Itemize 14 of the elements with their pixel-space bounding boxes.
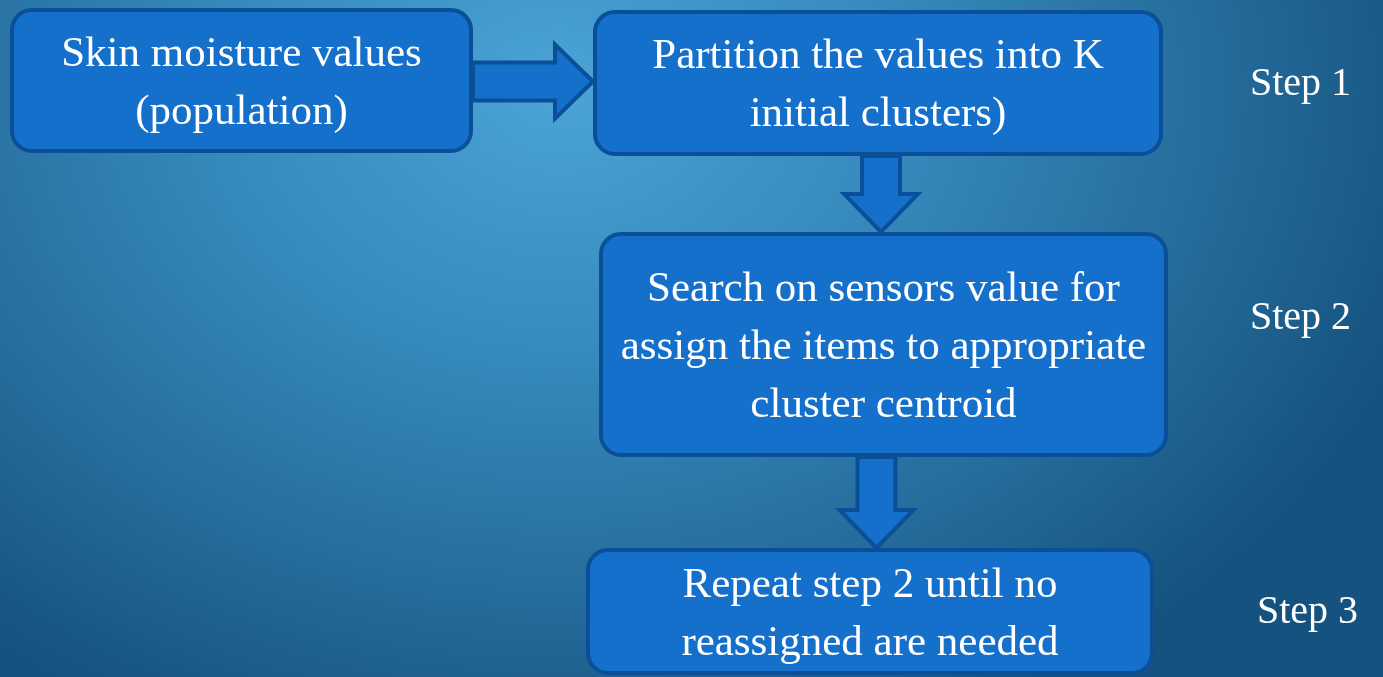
process-box xyxy=(586,548,1154,675)
process-box xyxy=(599,232,1168,457)
step-label: Step 2 xyxy=(1250,292,1352,340)
step-text: Search on sensors value for assign the items to appropriate cluster centroid xyxy=(619,261,1148,428)
process-box xyxy=(593,10,1163,156)
step-text: Skin moisture values (population) xyxy=(60,26,423,135)
process-box xyxy=(10,8,473,153)
step-text: Repeat step 2 until no reassigned are needed xyxy=(680,557,1060,666)
block-arrow xyxy=(834,455,919,551)
step-label: Step 3 xyxy=(1257,586,1359,634)
block-arrow xyxy=(839,154,923,235)
step-text: Partition the values into K initial clusters) xyxy=(651,29,1105,137)
block-arrow xyxy=(471,39,596,124)
step-label: Step 1 xyxy=(1250,58,1352,106)
